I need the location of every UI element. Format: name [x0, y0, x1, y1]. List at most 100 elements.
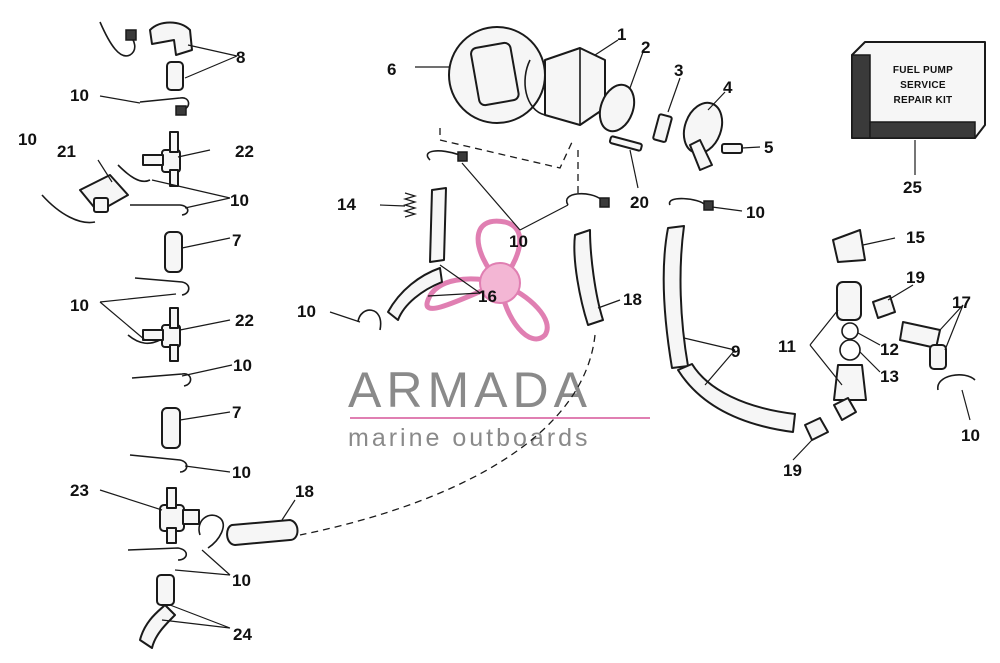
propeller-logo-icon [424, 218, 550, 342]
part-19-clamp-lower [804, 417, 829, 441]
part-23-tee-valve [159, 487, 200, 544]
callout-11: 11 [778, 337, 796, 356]
callout-22-lower: 22 [235, 311, 254, 330]
part-10-clip-right-tab [703, 200, 714, 211]
callout-4: 4 [723, 78, 733, 97]
part-10-strap-f [134, 277, 190, 296]
part-10-strap-a [99, 21, 137, 57]
callout-10-a: 10 [70, 86, 89, 105]
callout-10-h: 10 [746, 203, 765, 222]
dashed-route-18-lower [299, 334, 596, 536]
part-16-hose-upper [429, 187, 447, 263]
part-10-clip-valve [198, 514, 224, 549]
callout-10-f: 10 [232, 463, 251, 482]
callout-9: 9 [731, 342, 740, 361]
callout-18-upper: 18 [623, 290, 642, 309]
part-13-oring [839, 339, 861, 361]
callout-18-lower: 18 [295, 482, 314, 501]
part-5-screw [721, 143, 743, 154]
part-10-clip-right [669, 197, 706, 206]
callout-5: 5 [764, 138, 773, 157]
callout-23: 23 [70, 481, 89, 500]
callout-21: 21 [57, 142, 76, 161]
part-10-strap-c [41, 194, 96, 224]
part-12-oring [841, 322, 859, 340]
watermark-brand: ARMADA [348, 362, 592, 418]
part-24-elbow [139, 604, 176, 649]
part-10-strap-e [130, 204, 189, 216]
callout-16: 16 [478, 287, 497, 306]
part-4-cover [682, 101, 724, 171]
callout-10-d: 10 [70, 296, 89, 315]
callout-17: 17 [952, 293, 971, 312]
part-7-tube-lower [161, 407, 181, 449]
part-10-ring-right [937, 374, 976, 391]
dashed-route-6-frame [439, 128, 574, 169]
part-9-hose-upper [662, 225, 689, 369]
part-22-tee-upper [142, 131, 181, 187]
callout-22-upper: 22 [235, 142, 254, 161]
part-19-clamp-upper [872, 295, 896, 319]
part-20-screw [608, 135, 643, 152]
callout-10-e: 10 [233, 356, 252, 375]
callout-10-i: 10 [509, 232, 528, 251]
leader-lines [97, 39, 971, 629]
part-25-repair-kit-box: FUEL PUMP SERVICE REPAIR KIT [851, 41, 986, 139]
callout-14: 14 [337, 195, 356, 214]
callout-24: 24 [233, 625, 252, 644]
watermark-tagline: marine outboards [348, 424, 591, 452]
part-16-hose-lower [387, 267, 443, 321]
part-6-detail-bubble [448, 26, 546, 124]
part-21-filter [79, 174, 129, 213]
part-10-clip-outlet-tab [599, 197, 610, 208]
callout-7-upper: 7 [232, 231, 241, 250]
kit-label-line2: SERVICE [900, 80, 946, 91]
part-10-clip-pump [426, 150, 461, 161]
part-18-hose-lower [226, 519, 299, 546]
part-9-hose-lower [677, 363, 796, 433]
part-11-filter-elbow [833, 397, 857, 421]
callout-15: 15 [906, 228, 925, 247]
part-22-tee-lower [142, 307, 181, 362]
part-24-tube [156, 574, 175, 606]
callout-20: 20 [630, 193, 649, 212]
callout-19-lower: 19 [783, 461, 802, 480]
callout-10-j: 10 [297, 302, 316, 321]
part-10-strap-h [131, 373, 192, 387]
part-2-gasket [598, 83, 636, 133]
callout-6: 6 [387, 60, 396, 79]
callout-12: 12 [880, 340, 899, 359]
part-1-pump-body [524, 47, 606, 126]
part-17-tube [929, 344, 947, 370]
callout-3: 3 [674, 61, 683, 80]
armada-watermark: ARMADA marine outboards [348, 218, 650, 452]
callout-25: 25 [903, 178, 922, 197]
part-10-strap-i [129, 454, 188, 473]
part-10-strap-j [127, 547, 188, 561]
callout-19-upper: 19 [906, 268, 925, 287]
callout-10-c: 10 [230, 191, 249, 210]
kit-label-line3: REPAIR KIT [894, 95, 953, 106]
part-10-clip-pump-tab [457, 151, 468, 162]
part-10-strap-d [117, 164, 151, 183]
kit-label-line1: FUEL PUMP [893, 65, 953, 76]
callout-13: 13 [880, 367, 899, 386]
part-14-spring [402, 192, 418, 218]
part-11-filter-base [833, 364, 867, 401]
callout-8: 8 [236, 48, 245, 67]
callout-1: 1 [617, 25, 626, 44]
part-7-tube-upper [164, 231, 183, 273]
part-3-gasket [652, 113, 673, 143]
callout-10-g: 10 [232, 571, 251, 590]
part-10-strap-g [127, 334, 161, 345]
callout-2: 2 [641, 38, 650, 57]
callout-7-lower: 7 [232, 403, 241, 422]
part-15-cap [832, 229, 866, 263]
callout-numbers: 8 10 10 21 22 10 7 10 22 10 7 10 23 18 1… [18, 25, 980, 644]
part-8-elbow [149, 21, 193, 91]
callout-10-b: 10 [18, 130, 37, 149]
part-10-ring-left [357, 309, 382, 331]
part-10-strap-b [139, 97, 190, 116]
part-18-hose-upper [573, 229, 604, 326]
